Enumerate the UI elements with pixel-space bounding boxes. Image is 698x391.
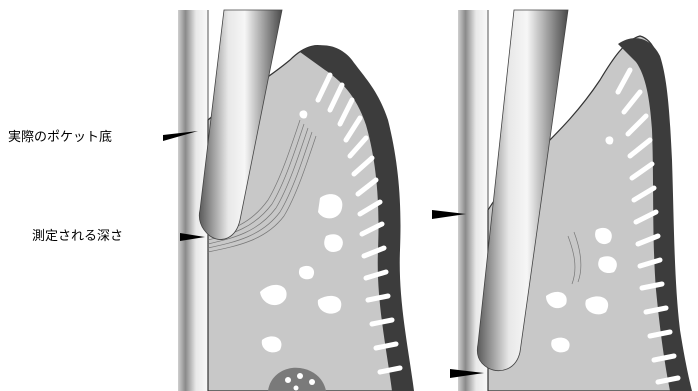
left-panel — [163, 10, 414, 391]
label-actual-pocket-bottom: 実際のポケット底 — [8, 130, 112, 146]
label-measured-depth: 測定される深さ — [32, 229, 123, 245]
right-panel — [432, 10, 692, 391]
